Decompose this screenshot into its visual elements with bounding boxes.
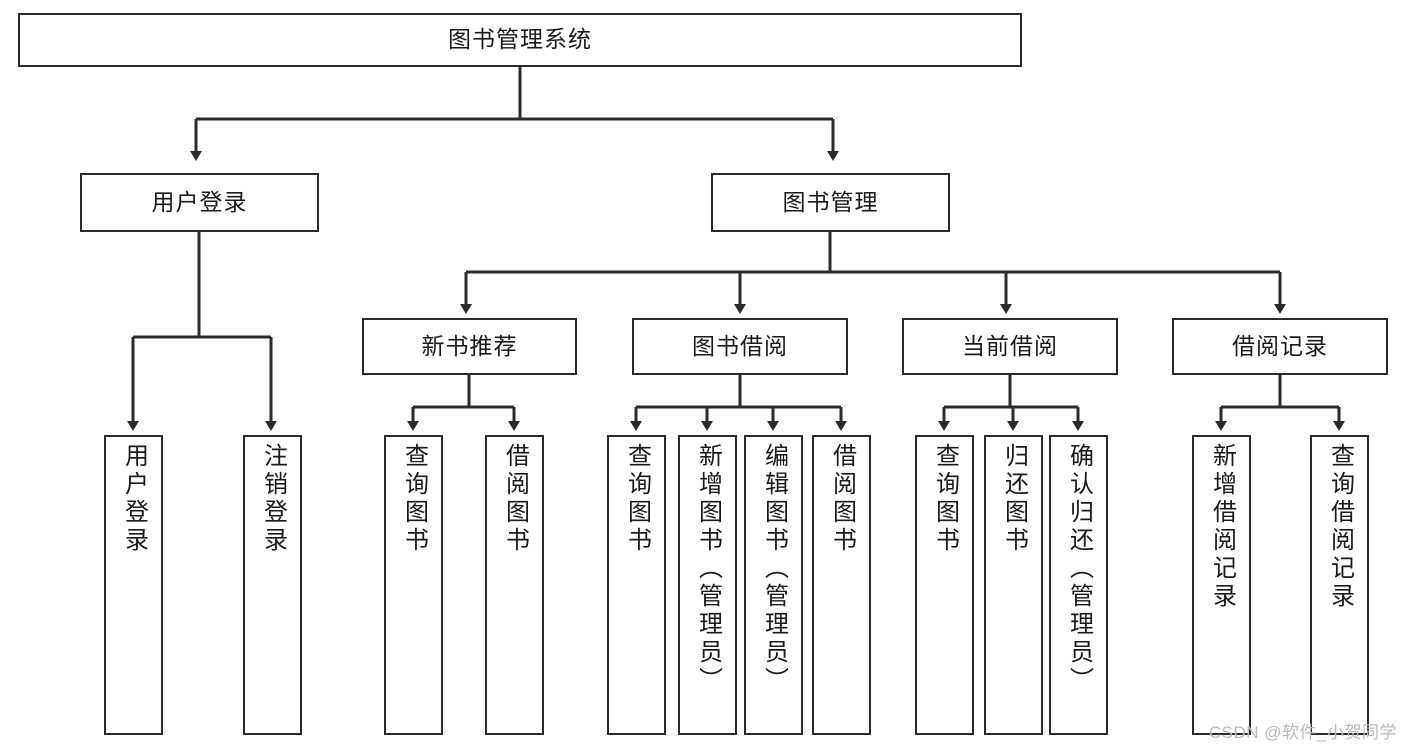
node-leaf-add-book[interactable]: 新增图书（管理员） (678, 435, 737, 735)
node-borrow-record[interactable]: 借阅记录 (1172, 318, 1388, 375)
node-leaf-query-record[interactable]: 查询借阅记录 (1310, 435, 1369, 735)
node-label: 查询借阅记录 (1326, 443, 1354, 611)
node-label: 图书管理系统 (448, 26, 592, 53)
node-leaf-logout[interactable]: 注销登录 (243, 435, 302, 735)
node-leaf-query-book-1[interactable]: 查询图书 (384, 435, 443, 735)
node-label: 归还图书 (1000, 443, 1028, 555)
node-label: 借阅图书 (828, 443, 856, 555)
node-label: 新增借阅记录 (1208, 443, 1236, 611)
node-leaf-add-record[interactable]: 新增借阅记录 (1192, 435, 1251, 735)
node-new-book-recommend[interactable]: 新书推荐 (362, 318, 577, 375)
node-label: 查询图书 (623, 443, 651, 555)
node-current-borrow[interactable]: 当前借阅 (902, 318, 1118, 375)
node-leaf-return-book[interactable]: 归还图书 (984, 435, 1043, 735)
node-label: 编辑图书（管理员） (760, 443, 788, 695)
node-leaf-query-book-2[interactable]: 查询图书 (607, 435, 666, 735)
node-label: 查询图书 (931, 443, 959, 555)
node-book-management-system[interactable]: 图书管理系统 (18, 13, 1022, 67)
node-label: 确认归还（管理员） (1065, 443, 1093, 695)
node-leaf-borrow-book-1[interactable]: 借阅图书 (485, 435, 544, 735)
node-book-borrow[interactable]: 图书借阅 (632, 318, 848, 375)
node-label: 图书借阅 (692, 332, 788, 359)
node-label: 借阅记录 (1232, 332, 1328, 359)
node-label: 用户登录 (151, 188, 248, 215)
node-label: 注销登录 (259, 443, 287, 555)
node-label: 新书推荐 (421, 332, 518, 359)
node-label: 当前借阅 (962, 332, 1058, 359)
node-book-manage[interactable]: 图书管理 (711, 173, 950, 232)
node-leaf-borrow-book-2[interactable]: 借阅图书 (812, 435, 871, 735)
node-label: 借阅图书 (501, 443, 529, 555)
node-leaf-user-login[interactable]: 用户登录 (104, 435, 163, 735)
node-leaf-query-book-3[interactable]: 查询图书 (915, 435, 974, 735)
node-user-login[interactable]: 用户登录 (80, 173, 319, 232)
node-label: 新增图书（管理员） (694, 443, 722, 695)
node-label: 图书管理 (782, 188, 879, 215)
node-leaf-edit-book[interactable]: 编辑图书（管理员） (744, 435, 803, 735)
node-label: 查询图书 (400, 443, 428, 555)
node-leaf-confirm-return[interactable]: 确认归还（管理员） (1049, 435, 1108, 735)
node-label: 用户登录 (120, 443, 148, 555)
